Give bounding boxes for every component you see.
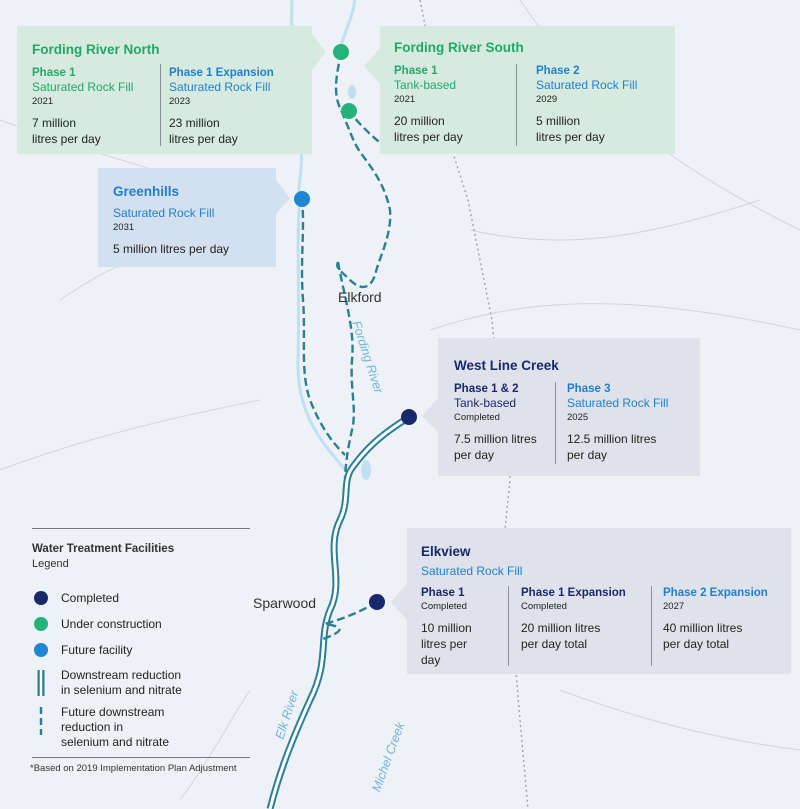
phase-year: Completed bbox=[421, 601, 467, 612]
card-title: Elkview bbox=[421, 544, 471, 559]
fording-south-pointer bbox=[364, 48, 380, 84]
phase-name: Phase 3 bbox=[567, 383, 611, 395]
elkview-pointer bbox=[391, 584, 407, 620]
phase-name: Phase 2 Expansion bbox=[663, 587, 768, 599]
phase-name: Phase 1 Expansion bbox=[169, 67, 274, 79]
under-construction-dot-icon bbox=[34, 617, 48, 631]
phase-column: Phase 2 Saturated Rock Fill 2029 5 milli… bbox=[536, 64, 666, 145]
phase-capacity: 7 million litres per day bbox=[32, 116, 101, 146]
fording-north-pointer bbox=[312, 34, 326, 70]
phase-year: 2021 bbox=[32, 96, 54, 107]
phase-capacity: 7.5 million litres per day bbox=[454, 432, 537, 462]
legend-top-rule bbox=[32, 528, 250, 529]
phase-year: 2031 bbox=[113, 222, 135, 233]
west-line-creek-pointer bbox=[422, 398, 438, 432]
legend-title: Water Treatment Facilities bbox=[32, 543, 175, 555]
phase-name: Phase 2 bbox=[536, 65, 580, 77]
phase-capacity: 12.5 million litres per day bbox=[567, 432, 657, 462]
phase-column: Phase 3 Saturated Rock Fill 2025 12.5 mi… bbox=[567, 382, 692, 463]
phase-year: 2023 bbox=[169, 96, 191, 107]
phase-technology: Saturated Rock Fill bbox=[113, 206, 215, 220]
legend: Water Treatment Facilities Legend bbox=[32, 528, 250, 570]
phase-column: Phase 1 Tank-based 2021 20 million litre… bbox=[394, 64, 514, 145]
phase-year: Completed bbox=[521, 601, 567, 612]
divider bbox=[651, 586, 652, 666]
phase-column: Saturated Rock Fill 2031 5 million litre… bbox=[113, 206, 273, 257]
phase-capacity: 10 million litres per day bbox=[421, 621, 472, 667]
divider bbox=[516, 64, 517, 146]
footnote: *Based on 2019 Implementation Plan Adjus… bbox=[30, 763, 237, 774]
west-line-creek-dot[interactable] bbox=[401, 409, 417, 425]
future-dot-icon bbox=[34, 643, 48, 657]
phase-technology: Saturated Rock Fill bbox=[169, 80, 271, 94]
phase-column: Phase 2 Expansion 2027 40 million litres… bbox=[663, 586, 788, 652]
phase-name: Phase 1 bbox=[394, 65, 438, 77]
elkview-card[interactable]: Elkview Saturated Rock Fill Phase 1 Comp… bbox=[407, 528, 791, 674]
elkview-dot[interactable] bbox=[369, 594, 385, 610]
phase-technology: Tank-based bbox=[394, 78, 457, 92]
legend-subtitle: Legend bbox=[32, 558, 69, 570]
completed-dot-icon bbox=[34, 591, 48, 605]
phase-year: 2027 bbox=[663, 601, 685, 612]
phase-technology: Saturated Rock Fill bbox=[567, 396, 669, 410]
phase-capacity: 40 million litres per day total bbox=[663, 621, 743, 651]
fording-south-dot[interactable] bbox=[341, 103, 357, 119]
greenhills-dot[interactable] bbox=[294, 191, 310, 207]
sparwood-label: Sparwood bbox=[253, 595, 317, 611]
legend-label: Downstream reduction in selenium and nit… bbox=[61, 668, 182, 697]
greenhills-card[interactable]: Greenhills Saturated Rock Fill 2031 5 mi… bbox=[98, 168, 276, 267]
phase-capacity: 23 million litres per day bbox=[169, 116, 238, 146]
divider bbox=[508, 586, 509, 666]
phase-year: 2025 bbox=[567, 412, 589, 423]
lakes bbox=[348, 85, 371, 480]
phase-column: Phase 1 Completed 10 million litres per … bbox=[421, 586, 513, 668]
fording-north-dot[interactable] bbox=[333, 44, 349, 60]
phase-column: Phase 1 Saturated Rock Fill 2021 7 milli… bbox=[32, 66, 157, 147]
elkford-label: Elkford bbox=[338, 289, 382, 305]
phase-year: Completed bbox=[454, 412, 500, 423]
facility-technology: Saturated Rock Fill bbox=[421, 564, 523, 578]
divider bbox=[555, 382, 556, 464]
legend-label: Future downstream reduction in selenium … bbox=[61, 705, 170, 749]
greenhills-pointer bbox=[276, 180, 290, 214]
phase-column: Phase 1 & 2 Tank-based Completed 7.5 mil… bbox=[454, 382, 564, 463]
future-river bbox=[300, 51, 392, 642]
phase-capacity: 5 million litres per day bbox=[113, 242, 230, 256]
card-title: Fording River South bbox=[394, 40, 524, 55]
phase-technology: Saturated Rock Fill bbox=[536, 78, 638, 92]
fording-south-card[interactable]: Fording River South Phase 1 Tank-based 2… bbox=[380, 26, 675, 154]
phase-capacity: 5 million litres per day bbox=[536, 114, 605, 144]
legend-label: Completed bbox=[61, 591, 120, 605]
phase-technology: Saturated Rock Fill bbox=[32, 80, 134, 94]
phase-year: 2021 bbox=[394, 94, 416, 105]
legend-bottom-rule bbox=[32, 757, 250, 758]
legend-label: Future facility bbox=[61, 643, 133, 657]
treated-river bbox=[266, 415, 410, 809]
card-title: Fording River North bbox=[32, 42, 160, 57]
fording-north-card[interactable]: Fording River North Phase 1 Saturated Ro… bbox=[17, 26, 312, 154]
phase-column: Phase 1 Expansion Saturated Rock Fill 20… bbox=[169, 66, 309, 147]
phase-name: Phase 1 & 2 bbox=[454, 383, 519, 395]
phase-name: Phase 1 bbox=[421, 587, 465, 599]
phase-column: Phase 1 Expansion Completed 20 million l… bbox=[521, 586, 651, 652]
phase-technology: Tank-based bbox=[454, 396, 517, 410]
phase-name: Phase 1 Expansion bbox=[521, 587, 626, 599]
legend-label: Under construction bbox=[61, 617, 162, 631]
phase-capacity: 20 million litres per day total bbox=[521, 621, 601, 651]
divider bbox=[160, 64, 161, 146]
phase-year: 2029 bbox=[536, 94, 558, 105]
card-title: Greenhills bbox=[113, 184, 180, 199]
west-line-creek-card[interactable]: West Line Creek Phase 1 & 2 Tank-based C… bbox=[438, 338, 700, 476]
phase-name: Phase 1 bbox=[32, 67, 76, 79]
phase-capacity: 20 million litres per day bbox=[394, 114, 463, 144]
card-title: West Line Creek bbox=[454, 358, 559, 373]
